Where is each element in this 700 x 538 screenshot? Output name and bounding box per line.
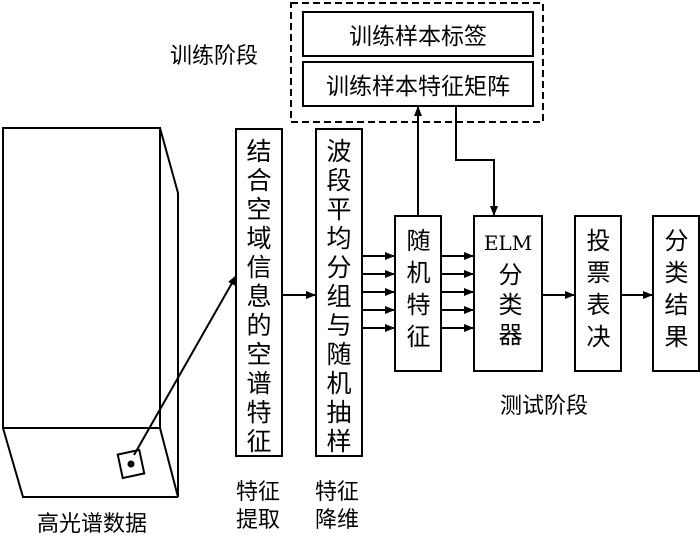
labels-box bbox=[302, 11, 534, 57]
hyperspectral-cube bbox=[2, 127, 179, 498]
dim-reduction-caption-2: 降维 bbox=[315, 508, 359, 533]
result-box bbox=[652, 215, 700, 372]
elm-box bbox=[473, 215, 543, 372]
pixel-to-feature-arrow bbox=[133, 275, 237, 456]
elm-rest-text: 分类器 bbox=[494, 262, 522, 352]
random-features-text: 随机特征 bbox=[402, 228, 430, 356]
voting-box bbox=[574, 215, 622, 372]
spatial-spectral-text: 结合空域信息的空谱特征 bbox=[243, 138, 272, 457]
dim-reduction-caption-1: 特征 bbox=[315, 480, 359, 505]
test-stage-label: 测试阶段 bbox=[500, 394, 588, 419]
pixel-marker bbox=[116, 448, 146, 480]
spatial-spectral-box bbox=[235, 128, 283, 457]
result-text: 分类结果 bbox=[660, 228, 688, 356]
training-stage-label: 训练阶段 bbox=[170, 44, 258, 69]
band-grouping-text: 波段平均分组与随机抽样 bbox=[323, 138, 352, 457]
elm-title: ELM bbox=[484, 231, 532, 255]
feature-extraction-caption-1: 特征 bbox=[236, 480, 280, 505]
feature-extraction-caption-2: 提取 bbox=[236, 508, 280, 533]
arrow-matrix-to-elm bbox=[455, 107, 498, 216]
voting-text: 投票表决 bbox=[582, 228, 610, 356]
cube-label: 高光谱数据 bbox=[37, 512, 147, 537]
matrix-box-text: 训练样本特征矩阵 bbox=[326, 74, 510, 100]
labels-box-text: 训练样本标签 bbox=[349, 24, 487, 50]
